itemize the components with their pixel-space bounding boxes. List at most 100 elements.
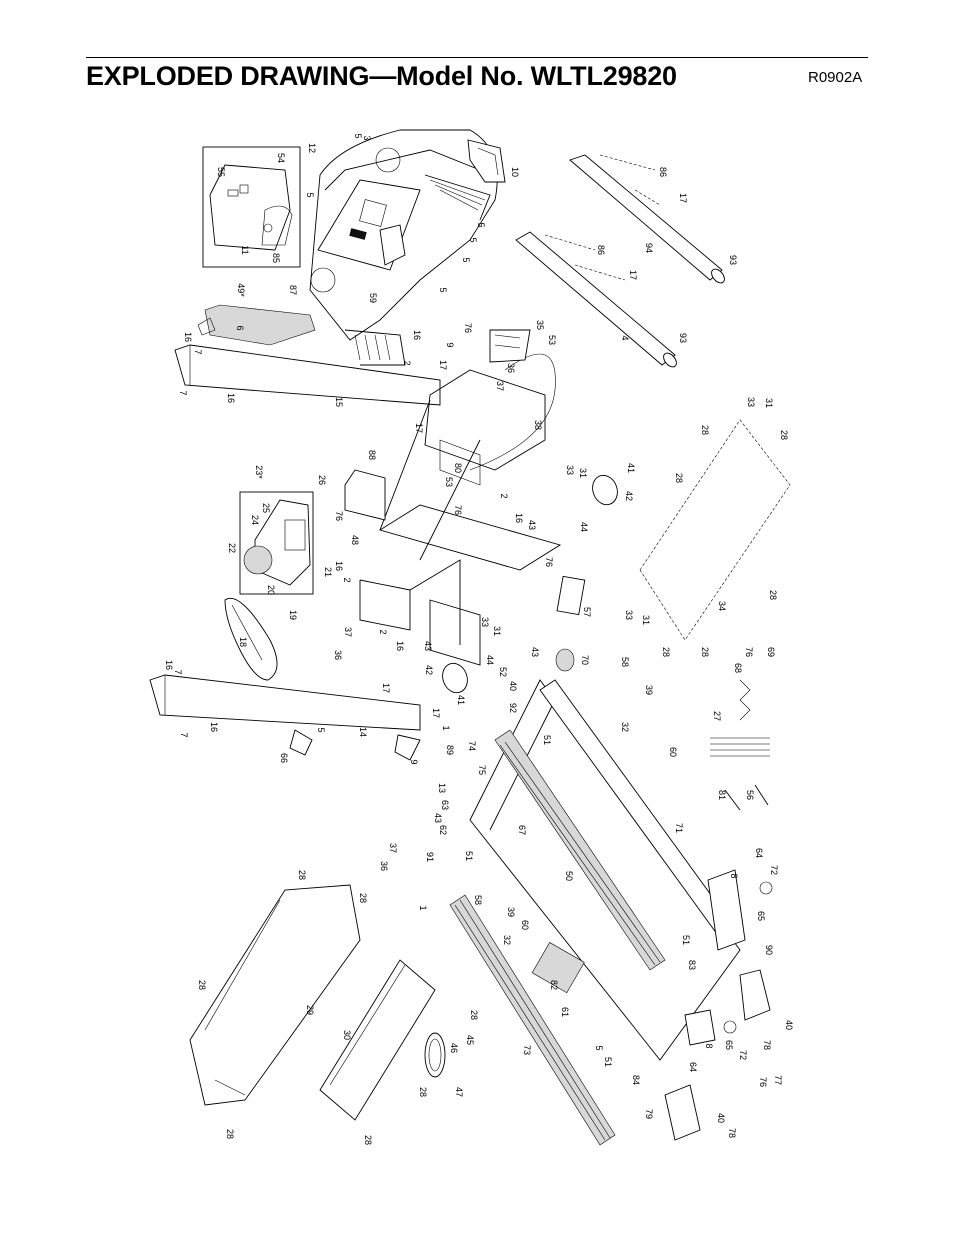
callout-40: 40 xyxy=(784,1020,794,1030)
callout-51: 51 xyxy=(603,1057,613,1067)
callout-93: 93 xyxy=(678,333,688,343)
callout-82: 82 xyxy=(549,980,559,990)
callout-87: 87 xyxy=(288,285,298,295)
callout-69: 69 xyxy=(766,647,776,657)
callout-53: 53 xyxy=(444,477,454,487)
callout-61: 61 xyxy=(560,1007,570,1017)
callout-5: 5 xyxy=(468,237,478,242)
callout-26: 26 xyxy=(317,475,327,485)
upright-14 xyxy=(149,674,421,761)
page-title: EXPLODED DRAWING—Model No. WLTL29820 xyxy=(86,61,677,91)
upright-15 xyxy=(174,304,441,406)
walking-deck xyxy=(469,679,746,1061)
callout-79: 79 xyxy=(644,1109,654,1119)
callout-2: 2 xyxy=(378,629,388,634)
callout-74: 74 xyxy=(467,741,477,751)
callout-44: 44 xyxy=(485,655,495,665)
callout-44: 44 xyxy=(579,522,589,532)
hood-29 xyxy=(189,884,361,1106)
callout-54: 54 xyxy=(276,153,286,163)
callout-65: 65 xyxy=(724,1040,734,1050)
callout-5: 5 xyxy=(594,1045,604,1050)
callout-28: 28 xyxy=(768,590,778,600)
callout-51: 51 xyxy=(681,935,691,945)
callout-78: 78 xyxy=(762,1040,772,1050)
callout-86: 86 xyxy=(658,167,668,177)
callout-93: 93 xyxy=(728,255,738,265)
callout-73: 73 xyxy=(522,1045,532,1055)
callout-28: 28 xyxy=(661,647,671,657)
callout-9: 9 xyxy=(445,342,455,347)
callout-40: 40 xyxy=(716,1113,726,1123)
callout-2: 2 xyxy=(499,493,509,498)
callout-28: 28 xyxy=(225,1129,235,1139)
callout-90: 90 xyxy=(764,945,774,955)
callout-33: 33 xyxy=(746,397,756,407)
callout-1: 1 xyxy=(418,905,428,910)
callout-76: 76 xyxy=(758,1077,768,1087)
callout-4: 4 xyxy=(620,335,630,340)
callout-64: 64 xyxy=(754,848,764,858)
callout-63: 63 xyxy=(440,800,450,810)
inset-motor xyxy=(239,491,314,595)
callout-17: 17 xyxy=(438,360,448,370)
callout-27: 27 xyxy=(712,711,722,721)
callout-7: 7 xyxy=(173,669,183,674)
callout-11: 11 xyxy=(240,245,250,254)
callout-5: 5 xyxy=(305,192,315,197)
callout-36: 36 xyxy=(379,861,389,871)
callout-58: 58 xyxy=(473,895,483,905)
callout-43: 43 xyxy=(433,813,443,823)
callout-33: 33 xyxy=(624,610,634,620)
callout-10: 10 xyxy=(510,167,520,177)
callout-1: 1 xyxy=(441,725,451,730)
callout-38: 38 xyxy=(533,420,543,430)
callout-28: 28 xyxy=(700,425,710,435)
callout-72: 72 xyxy=(738,1050,748,1060)
callout-48: 48 xyxy=(350,535,360,545)
callout-5: 5 xyxy=(476,222,486,227)
callout-39: 39 xyxy=(506,907,516,917)
callout-60: 60 xyxy=(520,920,530,930)
callout-8: 8 xyxy=(729,873,739,878)
callout-33: 33 xyxy=(565,465,575,475)
callout-16: 16 xyxy=(226,393,236,403)
callout-65: 65 xyxy=(756,911,766,921)
callout-76: 76 xyxy=(744,647,754,657)
callout-17: 17 xyxy=(628,270,638,280)
callout-76: 76 xyxy=(334,511,344,521)
console-assembly xyxy=(309,129,498,366)
header-rule xyxy=(86,57,868,58)
callout-71: 71 xyxy=(674,823,684,833)
callout-34: 34 xyxy=(717,601,727,611)
callout-77: 77 xyxy=(773,1075,783,1085)
callout-28: 28 xyxy=(297,870,307,880)
callout-37: 37 xyxy=(495,381,505,391)
callout-31: 31 xyxy=(578,468,588,478)
callout-30: 30 xyxy=(342,1030,352,1040)
callout-37: 37 xyxy=(388,843,398,853)
callout-60: 60 xyxy=(668,747,678,757)
callout-42: 42 xyxy=(424,665,434,675)
callout-28: 28 xyxy=(779,430,789,440)
callout-43: 43 xyxy=(530,647,540,657)
callout-89: 89 xyxy=(445,745,455,755)
callout-46: 46 xyxy=(449,1043,459,1053)
callout-64: 64 xyxy=(688,1062,698,1072)
callout-14: 14 xyxy=(358,727,368,737)
callout-16: 16 xyxy=(164,660,174,670)
callout-32: 32 xyxy=(620,722,630,732)
callout-20: 20 xyxy=(266,585,276,595)
callout-52: 52 xyxy=(498,667,508,677)
callout-24: 24 xyxy=(250,515,260,525)
bracket-10 xyxy=(467,139,506,183)
callout-72: 72 xyxy=(769,865,779,875)
callout-28: 28 xyxy=(418,1087,428,1097)
callout-13: 13 xyxy=(437,783,447,793)
callout-36: 36 xyxy=(333,650,343,660)
inset-console-overlay xyxy=(202,146,301,268)
callout-40: 40 xyxy=(508,681,518,691)
callout-66: 66 xyxy=(279,753,289,763)
callout-55: 55 xyxy=(216,167,226,177)
callout-85: 85 xyxy=(271,253,281,263)
